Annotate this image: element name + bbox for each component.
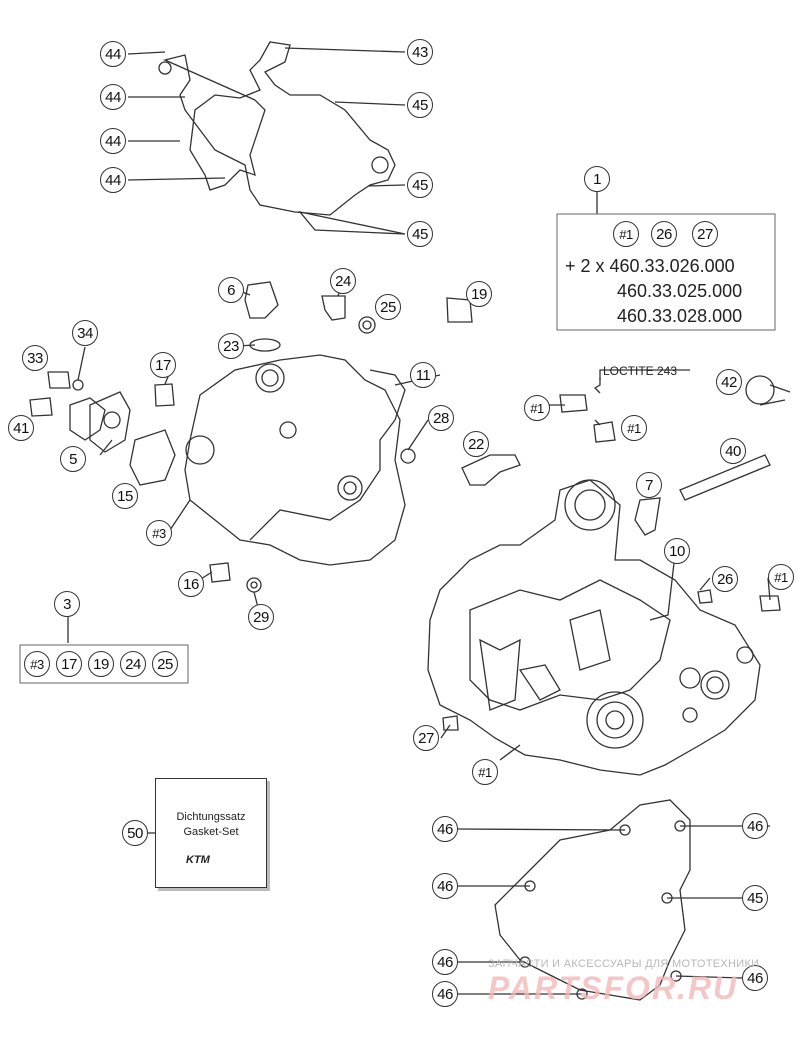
callout-44: 44 [100, 84, 126, 110]
callout-41: 41 [8, 415, 34, 441]
set1-line-1: + 2 x 460.33.026.000 [565, 256, 735, 276]
clutch-cover [184, 354, 406, 566]
callout-34: 34 [72, 320, 98, 346]
set1-line-3: 460.33.028.000 [617, 306, 743, 326]
callout-46: 46 [432, 981, 458, 1007]
oil-plug [244, 281, 279, 319]
set1-item-1: #1 [613, 221, 639, 247]
callout-22: 22 [463, 431, 489, 457]
set3-item-3: 19 [88, 651, 114, 677]
callout-10: 10 [664, 538, 690, 564]
callout-17: 17 [150, 352, 176, 378]
callout-19: 19 [466, 281, 492, 307]
loctite-label: LOCTITE 243 [603, 364, 678, 378]
callout-hash-1: #1 [621, 415, 647, 441]
callout-25: 25 [375, 294, 401, 320]
callout-44: 44 [100, 167, 126, 193]
callout-42: 42 [716, 369, 742, 395]
cylinder-base-gasket [163, 41, 396, 216]
watermark-line1: ЗАПЧАСТИ И АКСЕССУАРЫ ДЛЯ МОТОТЕХНИКИ [488, 958, 760, 970]
callout-33: 33 [22, 345, 48, 371]
set3-item-4: 24 [120, 651, 146, 677]
ktm-logo: KTM [186, 854, 210, 866]
callout-40: 40 [720, 438, 746, 464]
callout-6: 6 [218, 277, 244, 303]
callout-hash-1: #1 [768, 564, 794, 590]
set3-item-5: 25 [152, 651, 178, 677]
callout-15: 15 [112, 483, 138, 509]
callout-46: 46 [432, 949, 458, 975]
callout-5: 5 [60, 446, 86, 472]
callout-24: 24 [330, 268, 356, 294]
set1-item-2: 26 [651, 221, 677, 247]
callout-28: 28 [428, 405, 454, 431]
callout-11: 11 [410, 362, 436, 388]
callout-16: 16 [178, 571, 204, 597]
callout-46: 46 [432, 816, 458, 842]
callout-45: 45 [407, 221, 433, 247]
callout-29: 29 [248, 604, 274, 630]
gasket-kit-line1: Dichtungssatz [176, 811, 246, 823]
gasket-kit-line2: Gasket-Set [183, 826, 239, 838]
callout-45: 45 [407, 172, 433, 198]
pump-gasket [129, 429, 176, 486]
callout-45: 45 [407, 92, 433, 118]
callout-46: 46 [742, 813, 768, 839]
set1-line-2: 460.33.025.000 [617, 281, 743, 301]
callout-7: 7 [636, 472, 662, 498]
callout-1: 1 [584, 166, 610, 192]
callout-hash-3: #3 [146, 520, 172, 546]
gasket-kit-box: Dichtungssatz Gasket-Set KTM [155, 778, 267, 888]
callout-23: 23 [218, 333, 244, 359]
set1-item-3: 27 [692, 221, 718, 247]
callout-45: 45 [742, 885, 768, 911]
callout-44: 44 [100, 41, 126, 67]
callout-44: 44 [100, 128, 126, 154]
set3-item-2: 17 [56, 651, 82, 677]
callout-3: 3 [54, 591, 80, 617]
callout-46: 46 [432, 873, 458, 899]
callout-43: 43 [407, 39, 433, 65]
callout-50: 50 [122, 820, 148, 846]
water-pump-cover [89, 391, 131, 453]
callout-27: 27 [413, 725, 439, 751]
callout-26: 26 [712, 566, 738, 592]
callout-46: 46 [742, 965, 768, 991]
crankcase [427, 479, 761, 776]
set3-item-1: #3 [24, 651, 50, 677]
callout-hash-1: #1 [472, 759, 498, 785]
watermark-line2: PARTSFOR.RU [488, 970, 739, 1006]
callout-hash-1: #1 [524, 395, 550, 421]
